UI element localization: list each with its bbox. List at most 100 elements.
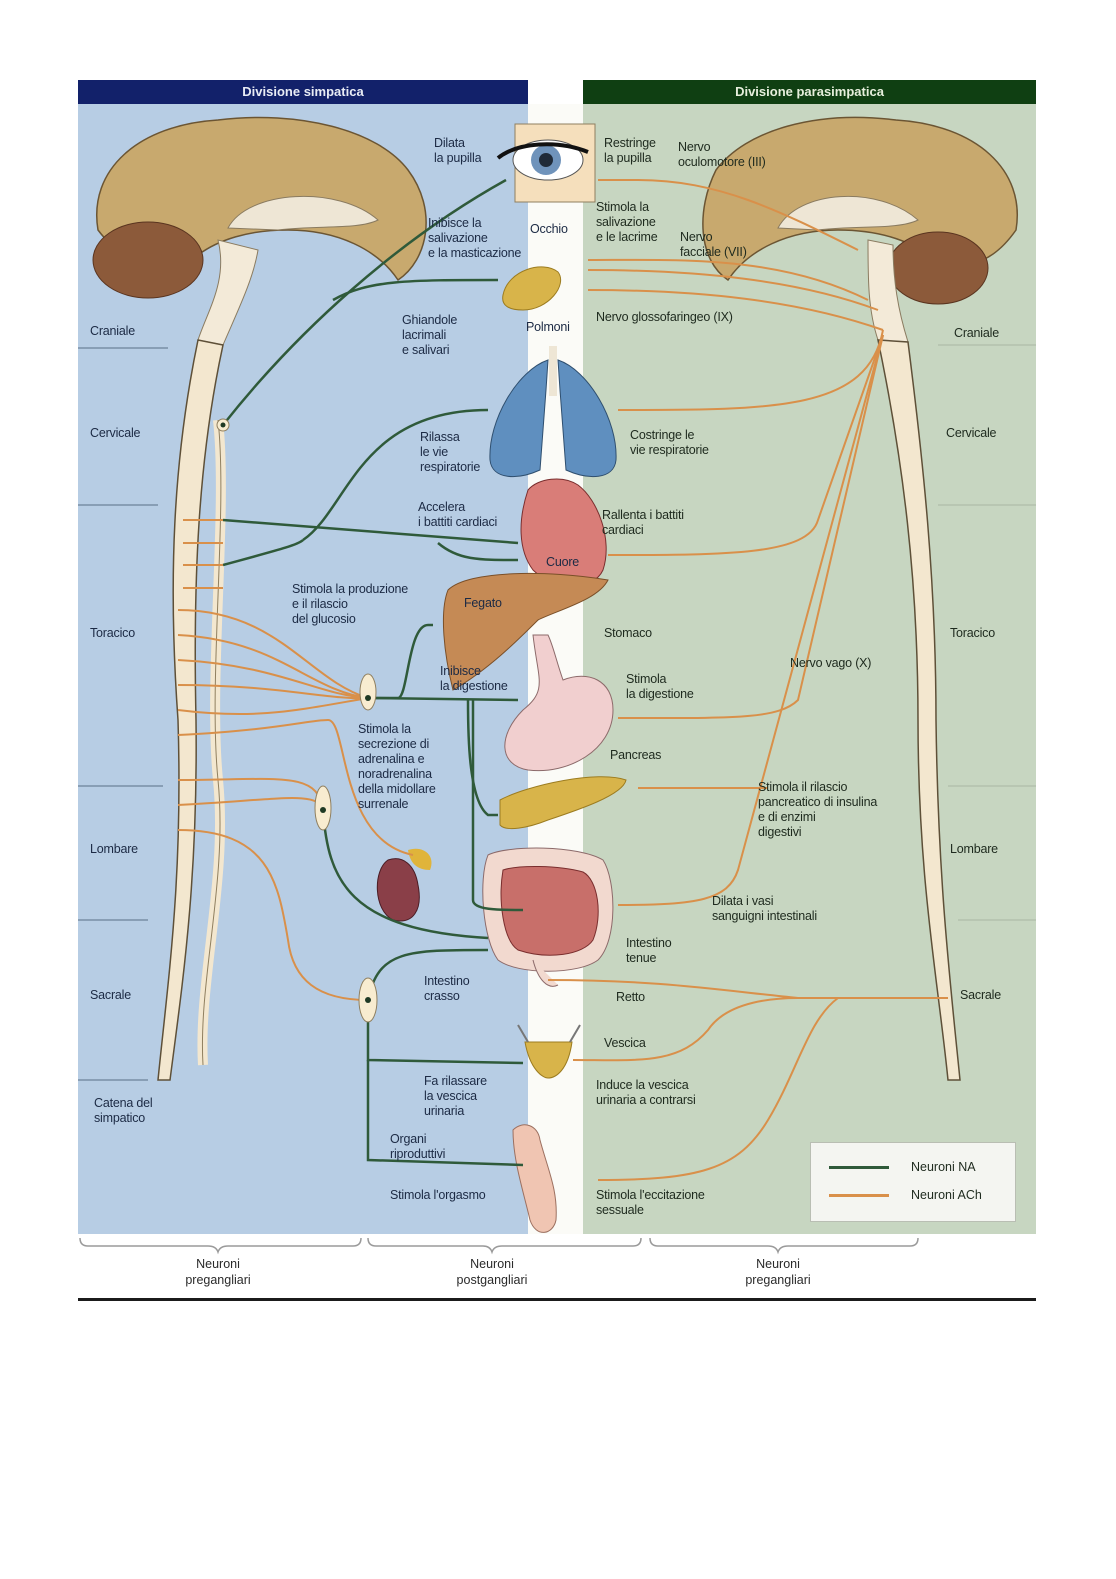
lungs-icon [489, 346, 617, 478]
organ-label-pancreas: Pancreas [610, 748, 662, 762]
kidney-icon [376, 848, 432, 922]
sympathetic-header: Divisione simpatica [78, 80, 528, 104]
ach-neurons [177, 179, 948, 1181]
ach-thoracic-1 [183, 519, 223, 589]
organ-label-stomach: Stomaco [604, 626, 652, 640]
region-label-right-sacral: Sacrale [960, 988, 1001, 1002]
region-label-left-sacral: Sacrale [90, 988, 131, 1002]
autonomic-nervous-system-diagram: Divisione simpatica Divisione parasimpat… [78, 80, 1036, 1301]
na-path-large-intestine [321, 809, 489, 940]
label-stimulate-digestion: Stimola la digestione [626, 672, 694, 701]
label-glossopharyngeal-nerve: Nervo glossofaringeo (IX) [596, 310, 733, 324]
label-inhibit-digestion: Inibisce la digestione [440, 664, 508, 693]
label-dilate-pupil: Dilata la pupilla [434, 136, 482, 165]
na-path-liver [368, 623, 433, 700]
ach-oculomotor [598, 179, 859, 251]
heart-icon [520, 478, 607, 587]
label-relax-airways: Rilassa le vie respiratorie [420, 430, 481, 474]
na-path-eye [222, 178, 507, 426]
na-path-bladder [366, 1000, 524, 1065]
label-vagus-nerve: Nervo vago (X) [790, 656, 872, 670]
region-label-left-cervical: Cervicale [90, 426, 141, 440]
anatomy-artwork [78, 116, 1036, 1233]
label-intestine-effect: Dilata i vasi sanguigni intestinali [712, 894, 817, 923]
organ-label-heart: Cuore [546, 555, 580, 569]
region-label-left-cranial: Craniale [90, 324, 135, 338]
ach-thoracic-3 [177, 684, 369, 716]
brace-label-preganglionic-left: Neuroni pregangliari [185, 1257, 251, 1287]
na-path-pancreas [466, 699, 498, 817]
ach-heart [607, 334, 884, 556]
ganglia [216, 418, 378, 1023]
spinal-cord-right [877, 339, 961, 1081]
na-path-heart-2 [222, 539, 519, 567]
label-constrict-airways: Costringe le vie respiratorie [630, 428, 709, 457]
na-path-intestine [471, 700, 524, 912]
region-dividers-left [78, 347, 168, 1081]
legend: Neuroni NA Neuroni ACh [810, 1142, 1016, 1222]
label-glands: Ghiandole lacrimali e salivari [402, 313, 458, 357]
legend-item-ach: Neuroni ACh [829, 1187, 982, 1203]
label-facial-nerve: Nervo facciale (VII) [680, 230, 747, 259]
brain-right-icon [702, 116, 1018, 343]
na-path-heart-1 [222, 518, 519, 545]
ach-stomach [617, 334, 884, 720]
label-sexual-arousal: Stimola l'eccitazione sessuale [596, 1188, 705, 1217]
brace-label-postganglionic: Neuroni postgangliari [456, 1257, 528, 1287]
label-stimulate-saliva: Stimola la salivazione e le lacrime [596, 200, 658, 244]
ach-adrenal [177, 718, 414, 856]
organ-label-small-intestine: Intestino tenue [626, 936, 672, 965]
bottom-border [78, 1298, 1036, 1301]
organ-label-liver: Fegato [464, 596, 502, 610]
spinal-cord-left [157, 339, 224, 1081]
organ-label-eye: Occhio [530, 222, 568, 236]
stomach-icon [504, 634, 614, 772]
ach-bladder [572, 997, 799, 1062]
region-label-right-lumbar: Lombare [950, 842, 998, 856]
region-label-left-lumbar: Lombare [90, 842, 138, 856]
salivary-gland-icon [502, 266, 561, 311]
na-path-stomach [367, 696, 519, 702]
brace-label-preganglionic-right: Neuroni pregangliari [745, 1257, 811, 1287]
organ-label-rectum: Retto [616, 990, 645, 1004]
label-large-intestine: Intestino crasso [424, 974, 470, 1003]
label-inhibit-salivation: Inibisce la salivazione e la masticazion… [428, 216, 522, 260]
label-oculomotor-nerve: Nervo oculomotore (III) [678, 140, 766, 169]
organ-label-bladder: Vescica [604, 1036, 646, 1050]
legend-swatch-na [829, 1165, 889, 1169]
eye-icon [496, 123, 596, 203]
organ-label-lungs: Polmoni [526, 320, 570, 334]
legend-item-na: Neuroni NA [829, 1159, 976, 1175]
intestine-icon [482, 847, 614, 987]
ach-lumbar [177, 777, 324, 811]
brain-left-icon [92, 116, 427, 346]
region-label-left-thoracic: Toracico [90, 626, 135, 640]
label-pancreas-effect: Stimola il rilascio pancreatico di insul… [758, 780, 878, 839]
ach-rectum [547, 979, 948, 999]
ach-airways [617, 329, 884, 411]
sympathetic-chain [197, 419, 226, 1066]
region-label-right-cervical: Cervicale [946, 426, 997, 440]
na-path-reproductive [366, 1060, 524, 1167]
reproductive-organ-icon [512, 1124, 557, 1233]
na-neurons [222, 178, 524, 1167]
region-label-right-cranial: Craniale [954, 326, 999, 340]
legend-label-na: Neuroni NA [911, 1160, 976, 1174]
label-slow-heart: Rallenta i battiti cardiaci [602, 508, 684, 537]
na-path-lungs [302, 408, 489, 542]
na-path-salivary [332, 278, 499, 302]
label-adrenal: Stimola la secrezione di adrenalina e no… [358, 722, 436, 811]
bladder-icon [517, 1024, 581, 1079]
label-orgasm: Stimola l'orgasmo [390, 1188, 486, 1202]
ach-thoracic-2 [177, 609, 369, 699]
legend-swatch-ach [829, 1193, 889, 1197]
ach-sacral-chain [177, 829, 369, 1001]
pancreas-icon [499, 776, 627, 830]
ach-sexual [597, 997, 839, 1181]
label-glucose: Stimola la produzione e il rilascio del … [292, 582, 409, 626]
label-sympathetic-chain: Catena del simpatico [94, 1096, 153, 1125]
label-constrict-pupil: Restringe la pupilla [604, 136, 656, 165]
label-accelerate-heart: Accelera i battiti cardiaci [418, 500, 498, 529]
liver-icon [442, 572, 609, 691]
ach-facial-glosso [587, 258, 884, 331]
